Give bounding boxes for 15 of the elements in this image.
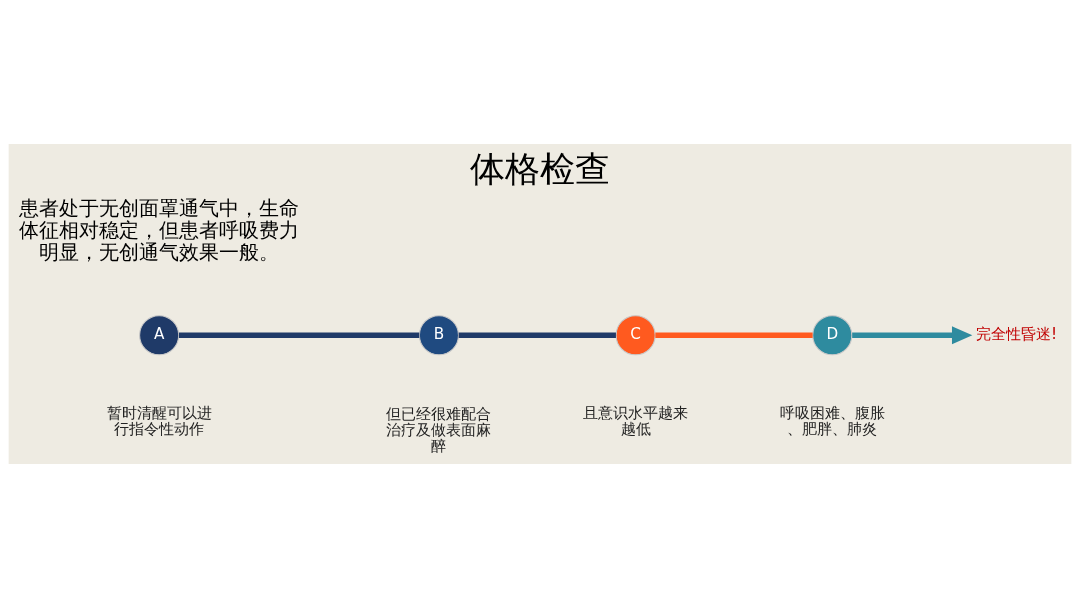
node-circle: B — [418, 315, 460, 356]
node-label: 暂时清醒可以进行指令性动作 — [106, 404, 212, 439]
connector — [178, 332, 420, 338]
node-label: 呼吸困难、腹胀、肥胖、肺炎 — [779, 404, 885, 439]
node-text: 完全性昏迷! — [975, 325, 1058, 344]
diagram-title: 体格检查 — [470, 148, 610, 189]
node-label: 且意识水平越来越低 — [583, 404, 689, 439]
node-circle: C — [615, 315, 656, 356]
connector — [458, 332, 616, 338]
node-circle: D — [812, 315, 853, 356]
arrow — [852, 326, 973, 345]
connector — [655, 332, 813, 338]
label: 患者处于无创面罩通气中，生命体征相对稳定，但患者呼吸费力明显，无创通气效果一般。 — [19, 197, 300, 264]
node-label: 但已经很难配合治疗及做表面麻醉 — [386, 404, 492, 456]
node-circle: A — [139, 315, 180, 356]
